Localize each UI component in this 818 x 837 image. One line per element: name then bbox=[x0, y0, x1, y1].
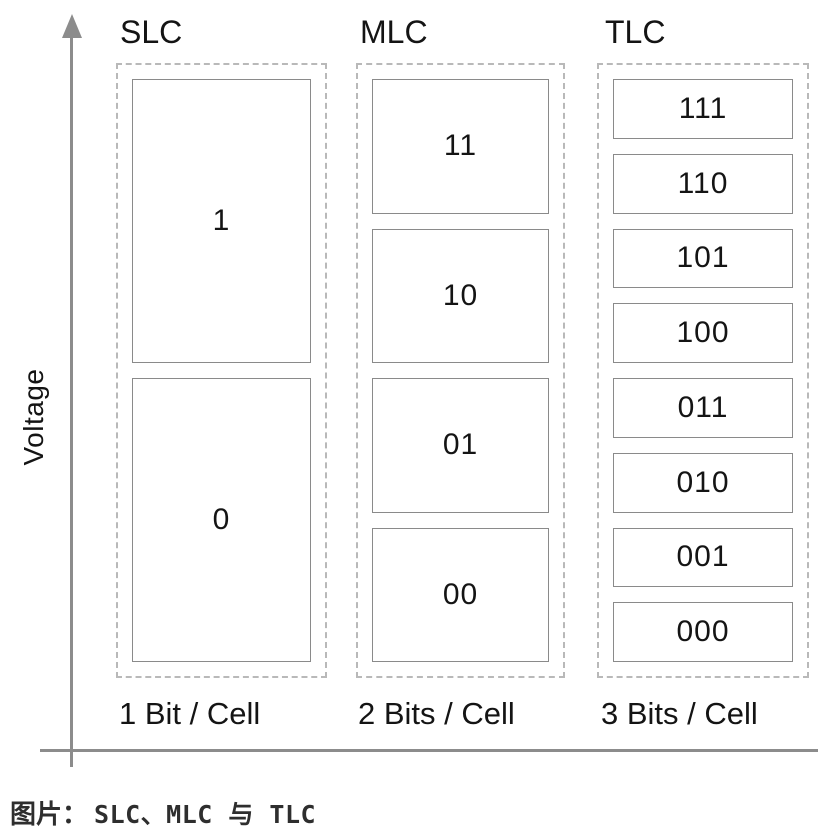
level-box-mlc-10: 10 bbox=[372, 228, 549, 363]
column-caption-mlc: 2 Bits / Cell bbox=[358, 696, 515, 731]
level-box-tlc-011: 011 bbox=[613, 378, 793, 438]
level-box-mlc-00: 00 bbox=[372, 527, 549, 662]
level-box-tlc-101: 101 bbox=[613, 228, 793, 289]
level-box-tlc-111: 111 bbox=[613, 79, 793, 139]
level-box-tlc-001: 001 bbox=[613, 527, 793, 588]
figure-caption-prefix: 图片： bbox=[10, 799, 89, 829]
column-title-mlc: MLC bbox=[360, 14, 428, 50]
level-box-tlc-000: 000 bbox=[613, 602, 793, 662]
x-axis-line bbox=[40, 749, 818, 752]
level-box-slc-0: 0 bbox=[132, 378, 311, 662]
y-axis-line bbox=[70, 28, 73, 767]
figure-caption-text: SLC、MLC 与 TLC bbox=[94, 800, 317, 829]
level-box-tlc-110: 110 bbox=[613, 153, 793, 214]
column-caption-tlc: 3 Bits / Cell bbox=[601, 696, 758, 731]
column-title-tlc: TLC bbox=[605, 14, 666, 50]
y-axis-arrow-up-icon bbox=[62, 14, 82, 38]
cell-group-tlc: 111 110 101 100 011 010 001 000 bbox=[597, 63, 809, 678]
level-box-mlc-11: 11 bbox=[372, 79, 549, 214]
level-box-mlc-01: 01 bbox=[372, 378, 549, 513]
column-caption-slc: 1 Bit / Cell bbox=[119, 696, 261, 731]
level-box-slc-1: 1 bbox=[132, 79, 311, 363]
cell-group-mlc: 11 10 01 00 bbox=[356, 63, 565, 678]
column-title-slc: SLC bbox=[120, 14, 183, 50]
cell-group-slc: 1 0 bbox=[116, 63, 327, 678]
level-box-tlc-010: 010 bbox=[613, 452, 793, 513]
figure-caption: 图片： SLC、MLC 与 TLC bbox=[10, 794, 316, 831]
level-box-tlc-100: 100 bbox=[613, 303, 793, 363]
y-axis-label: Voltage bbox=[18, 368, 49, 466]
